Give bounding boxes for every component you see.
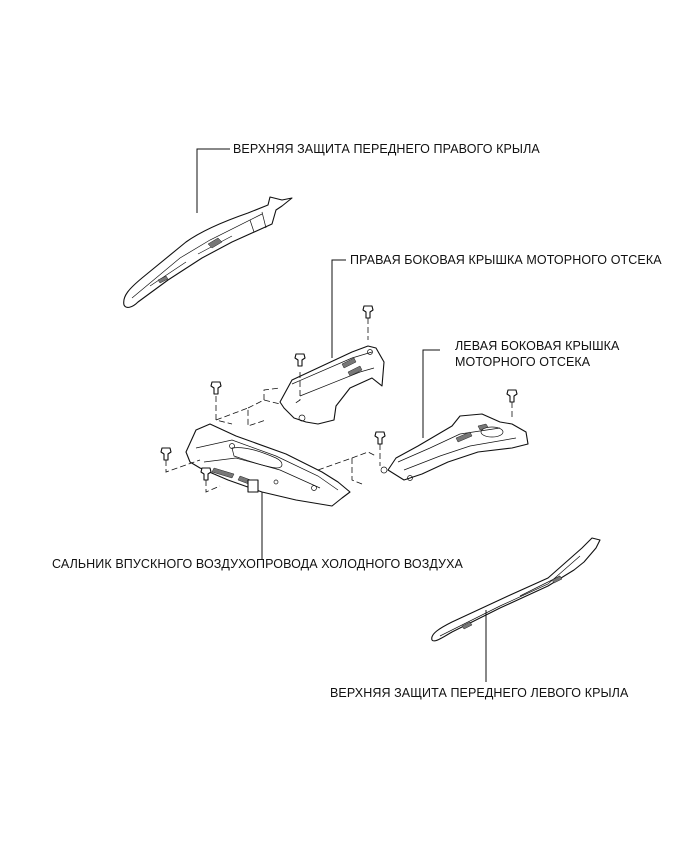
label-left-engine-cover-line1: ЛЕВАЯ БОКОВАЯ КРЫШКА [455,339,620,353]
clip-fasteners [160,305,518,481]
label-right-engine-cover: ПРАВАЯ БОКОВАЯ КРЫШКА МОТОРНОГО ОТСЕКА [350,253,662,267]
label-left-engine-cover-line2: МОТОРНОГО ОТСЕКА [455,355,591,369]
assembly-guide-lines [165,318,513,493]
label-left-fender-protector: ВЕРХНЯЯ ЗАЩИТА ПЕРЕДНЕГО ЛЕВОГО КРЫЛА [330,686,629,700]
left-fender-protector [431,537,601,642]
right-engine-cover [279,345,385,425]
label-cold-air-intake-seal: САЛЬНИК ВПУСКНОГО ВОЗДУХОПРОВОДА ХОЛОДНО… [52,557,464,571]
right-fender-protector [123,196,293,308]
left-engine-cover [380,413,529,481]
label-right-fender-protector: ВЕРХНЯЯ ЗАЩИТА ПЕРЕДНЕГО ПРАВОГО КРЫЛА [233,142,540,156]
cold-air-intake-seal [185,423,351,507]
